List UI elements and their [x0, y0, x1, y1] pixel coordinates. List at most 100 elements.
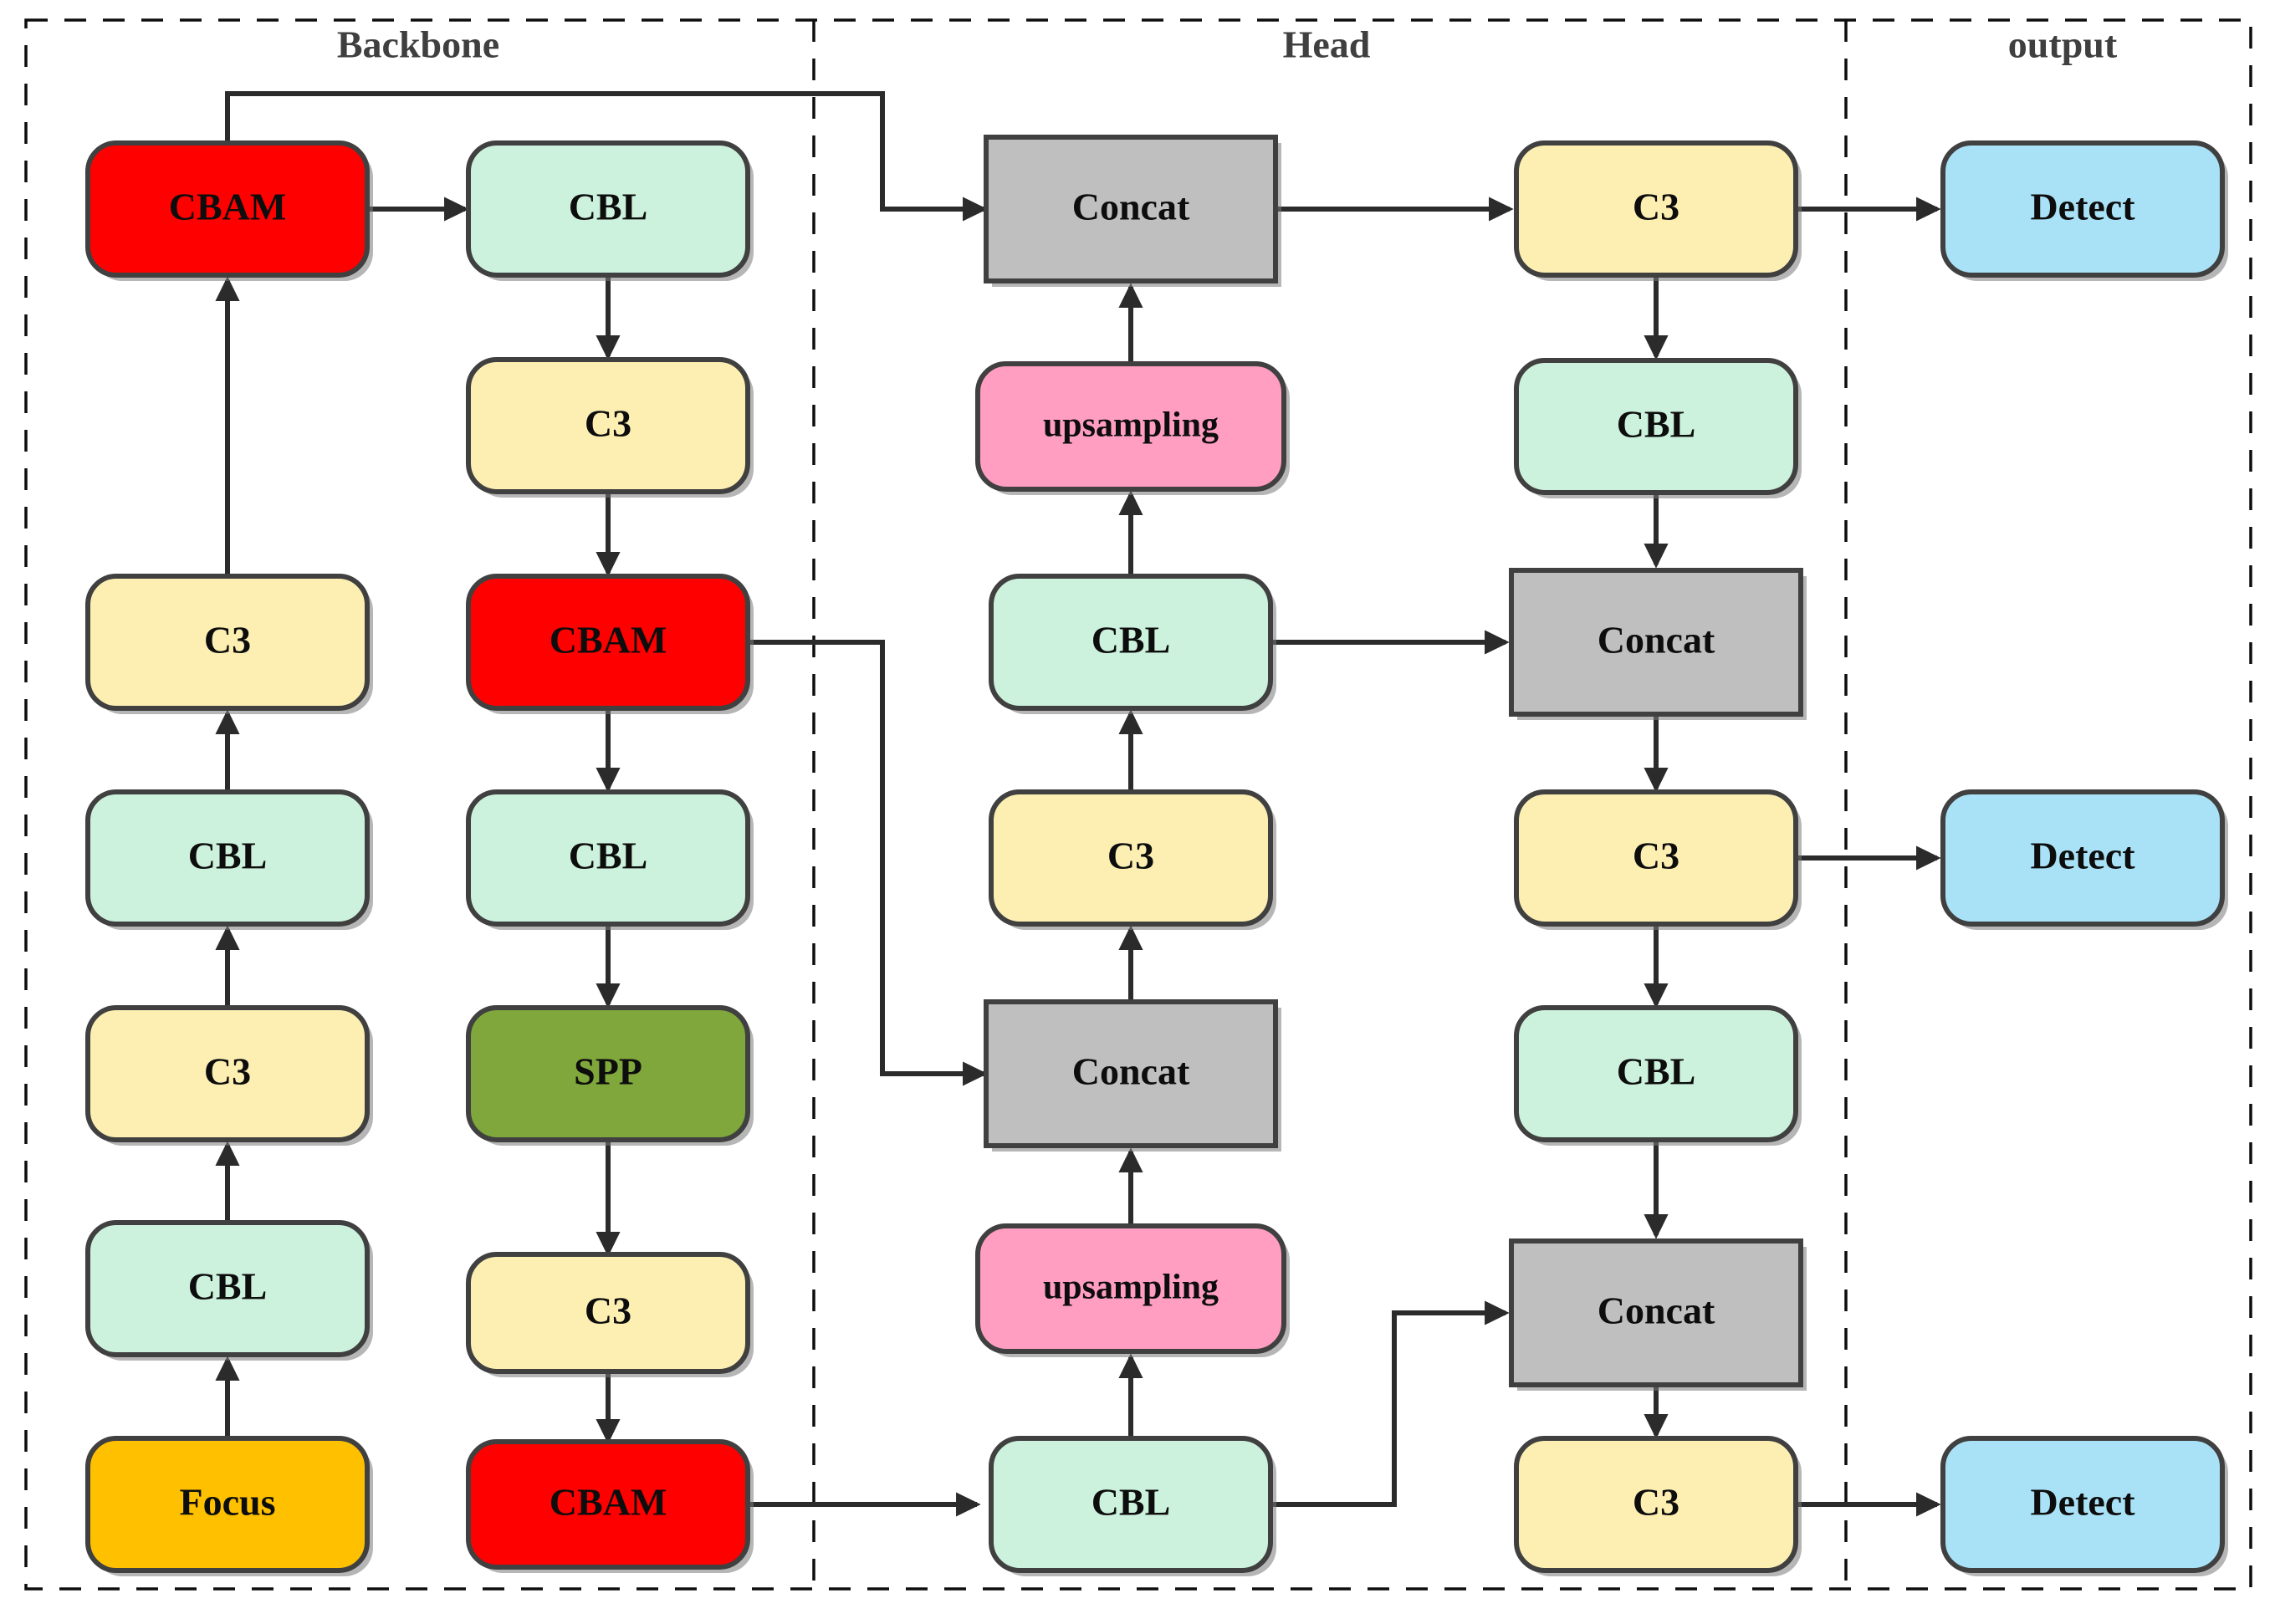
node-bb-cbl-3[interactable]: CBL [85, 789, 373, 930]
node-hd-concat-1[interactable]: Concat [984, 135, 1281, 287]
node-out-detect-2[interactable]: Detect [1940, 789, 2228, 930]
node-label: CBL [569, 186, 648, 228]
node-shape-concat [984, 135, 1278, 283]
node-label: Detect [2030, 1481, 2135, 1524]
node-label: CBL [188, 835, 268, 877]
node-shape-cbam [85, 140, 370, 278]
node-label: C3 [585, 402, 631, 445]
node-hd-ups-1[interactable]: upsampling [975, 361, 1290, 495]
section-frame [24, 18, 2252, 1591]
node-label: CBL [188, 1265, 268, 1308]
node-label: Concat [1598, 619, 1715, 661]
node-shape-c3 [1514, 789, 1798, 927]
node-bb-cbam-bot[interactable]: CBAM [466, 1439, 754, 1573]
node-bb-cbl-b4[interactable]: CBL [466, 789, 754, 930]
node-label: CBAM [550, 619, 667, 661]
node-shape-cbl [989, 1436, 1273, 1573]
node-shape-cbl [989, 574, 1273, 711]
node-shape-focus [85, 1436, 370, 1573]
node-label: upsampling [1043, 1269, 1219, 1307]
node-label: Concat [1072, 186, 1190, 228]
node-hd-cbl-1[interactable]: CBL [989, 574, 1276, 714]
section-label-backbone: Backbone [337, 23, 499, 66]
node-bb-c3-4[interactable]: C3 [85, 1005, 373, 1146]
node-shape-c3 [85, 1005, 370, 1142]
node-shape-detect [1940, 1436, 2225, 1573]
node-label: C3 [1633, 186, 1679, 228]
node-label: Detect [2030, 835, 2135, 877]
node-bb-c3-b6[interactable]: C3 [466, 1252, 754, 1377]
node-shape-spp [466, 1005, 750, 1142]
node-shape-concat [1509, 568, 1803, 717]
node-shape-detect [1940, 140, 2225, 278]
node-out-detect-3[interactable]: Detect [1940, 1436, 2228, 1576]
node-shape-concat [984, 999, 1278, 1148]
node-label: CBL [569, 835, 648, 877]
node-label: Focus [180, 1481, 276, 1524]
node-label: C3 [1633, 835, 1679, 877]
node-shape-c3 [466, 1252, 750, 1374]
node-hd-concat-2[interactable]: Concat [984, 999, 1281, 1152]
nodes-layer: CBAMC3CBLC3CBLFocusCBLC3CBAMCBLSPPC3CBAM… [85, 135, 2228, 1576]
node-hd-ups-2[interactable]: upsampling [975, 1223, 1290, 1357]
edge-e-cbamtop-concat1 [225, 91, 988, 222]
node-hd-c3-r7[interactable]: C3 [1514, 1436, 1802, 1576]
node-label: CBL [1617, 1050, 1696, 1093]
node-label: C3 [1633, 1481, 1679, 1524]
node-hd-c3-r4[interactable]: C3 [1514, 789, 1802, 930]
node-bb-cbam-mid[interactable]: CBAM [466, 574, 754, 714]
node-label: SPP [574, 1050, 642, 1093]
section-frame-layer [24, 18, 2252, 1591]
node-shape-upsampling [975, 1223, 1286, 1354]
section-label-head: Head [1283, 23, 1371, 66]
node-label: CBL [1091, 619, 1171, 661]
node-bb-cbl-5[interactable]: CBL [85, 1220, 373, 1361]
section-labels-layer: Backbone Head output [337, 23, 2118, 66]
edges-layer [215, 91, 1941, 1517]
edge-e-cbammid-concat2 [748, 640, 988, 1086]
node-shape-c3 [466, 357, 750, 494]
node-out-detect-1[interactable]: Detect [1940, 140, 2228, 281]
node-label: CBL [1091, 1481, 1171, 1524]
section-label-output: output [2008, 23, 2118, 66]
node-shape-c3 [1514, 1436, 1798, 1573]
node-shape-c3 [1514, 140, 1798, 278]
node-shape-cbl [466, 140, 750, 278]
node-shape-cbl [85, 1220, 370, 1357]
node-label: CBAM [169, 186, 287, 228]
node-bb-cbl-top[interactable]: CBL [466, 140, 754, 281]
node-hd-concat-r3[interactable]: Concat [1509, 568, 1807, 720]
node-hd-c3-r1[interactable]: C3 [1514, 140, 1802, 281]
node-shape-c3 [989, 789, 1273, 927]
node-hd-concat-r6[interactable]: Concat [1509, 1238, 1807, 1391]
node-shape-detect [1940, 789, 2225, 927]
node-shape-upsampling [975, 361, 1286, 492]
node-shape-concat [1509, 1238, 1803, 1387]
node-label: C3 [1107, 835, 1154, 877]
node-label: Concat [1598, 1289, 1715, 1332]
edge-e-hdcbl2-concatr6 [1270, 1300, 1510, 1507]
node-label: C3 [585, 1289, 631, 1332]
node-label: CBAM [550, 1481, 667, 1524]
section-dividers-layer [812, 20, 1848, 1589]
node-bb-c3-b2[interactable]: C3 [466, 357, 754, 498]
node-shape-cbl [1514, 358, 1798, 495]
node-bb-focus[interactable]: Focus [85, 1436, 373, 1576]
node-hd-c3-1[interactable]: C3 [989, 789, 1276, 930]
node-label: upsampling [1043, 406, 1219, 445]
node-hd-cbl-r2[interactable]: CBL [1514, 358, 1802, 498]
node-hd-cbl-r5[interactable]: CBL [1514, 1005, 1802, 1146]
node-bb-spp[interactable]: SPP [466, 1005, 754, 1146]
node-bb-c3-2[interactable]: C3 [85, 574, 373, 714]
node-shape-cbl [1514, 1005, 1798, 1142]
node-bb-cbam-top[interactable]: CBAM [85, 140, 373, 281]
node-shape-c3 [85, 574, 370, 711]
node-hd-cbl-2[interactable]: CBL [989, 1436, 1276, 1576]
node-label: C3 [204, 619, 251, 661]
node-shape-cbam [466, 1439, 750, 1570]
node-shape-cbam [466, 574, 750, 711]
node-label: CBL [1617, 403, 1696, 446]
node-shape-cbl [466, 789, 750, 927]
